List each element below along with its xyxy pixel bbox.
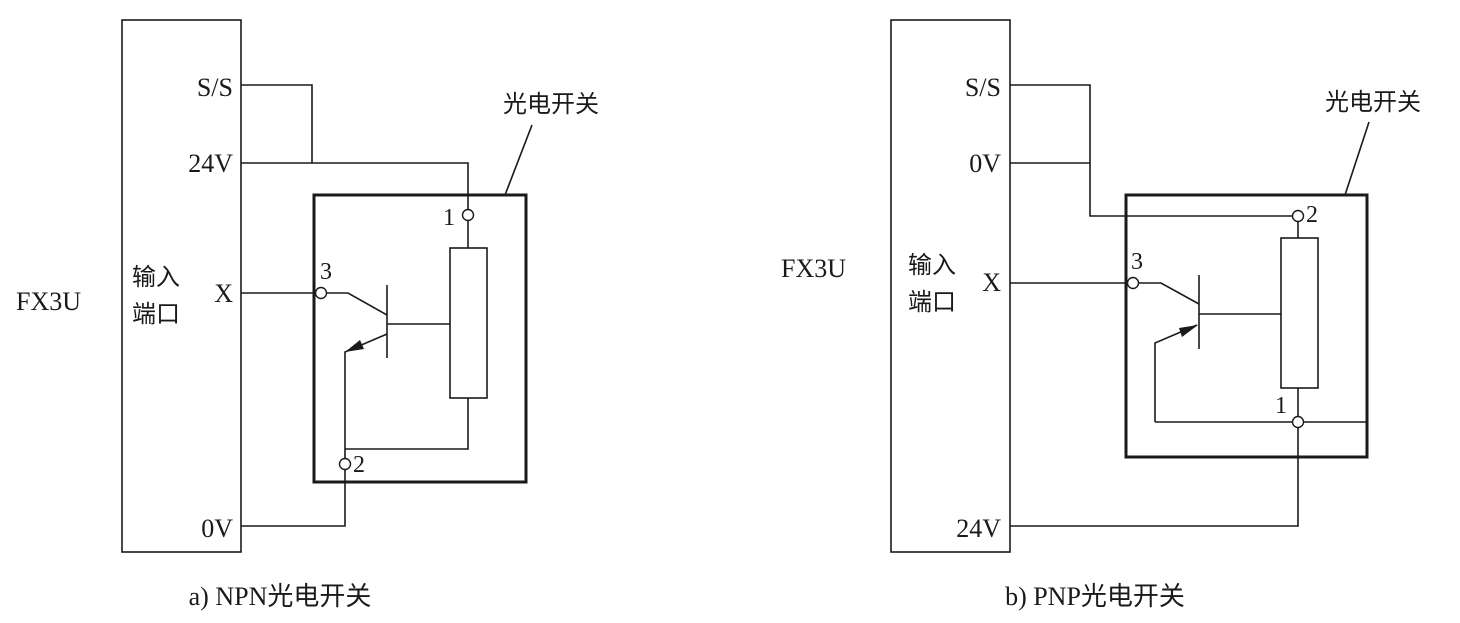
sensor-terminal-2 [1291, 209, 1305, 223]
terminal-number-1: 1 [443, 205, 455, 231]
terminal-ss-label: S/S [197, 73, 233, 102]
sensor-circuit-block [1280, 237, 1319, 389]
emitter-lead [344, 333, 388, 458]
internal-wire [345, 398, 469, 450]
input-port-label-line2: 端口 [908, 288, 956, 316]
emitter-lead [1154, 324, 1198, 422]
common-wire [241, 470, 346, 527]
terminal-number-3: 3 [320, 259, 332, 285]
sensor-housing [312, 193, 528, 484]
terminal-number-3: 3 [1131, 249, 1143, 275]
sensor-terminal-2 [338, 457, 352, 471]
terminal-ss-label: S/S [965, 73, 1001, 102]
sensor-label: 光电开关 [1325, 88, 1421, 116]
sensor-label: 光电开关 [503, 90, 599, 118]
input-port-label-line1: 输入 [132, 263, 180, 291]
sensor-terminal-3 [314, 286, 328, 300]
ss-common-wire [1010, 84, 1293, 217]
controller-label: FX3U [781, 254, 846, 283]
terminal-0v-label: 0V [969, 149, 1001, 178]
terminal-number-2: 2 [1306, 202, 1318, 228]
collector-lead [1139, 282, 1200, 305]
terminal-0v-label: 0V [201, 514, 233, 543]
sensor-terminal-3 [1126, 276, 1140, 290]
sensor-terminal-1 [1291, 415, 1305, 429]
terminal-x-label: X [214, 279, 233, 308]
plc-block [890, 19, 1011, 553]
sensor-leader-line [504, 124, 533, 196]
terminal-x-label: X [982, 268, 1001, 297]
emitter-arrow-icon [1179, 325, 1198, 337]
sensor-leader-line [1344, 121, 1370, 196]
supply-wire [1010, 428, 1299, 527]
sensor-circuit-block [449, 247, 488, 399]
terminal-number-1: 1 [1275, 393, 1287, 419]
sensor-terminal-1 [461, 208, 475, 222]
caption-pnp: b) PNP光电开关 [1005, 582, 1185, 611]
emitter-arrow-icon [345, 340, 364, 352]
collector-lead [327, 292, 388, 316]
terminal-number-2: 2 [353, 452, 365, 478]
sensor-housing [1124, 193, 1369, 459]
caption-npn: a) NPN光电开关 [189, 582, 372, 611]
terminal-24v-label: 24V [188, 149, 233, 178]
input-port-label-line1: 输入 [908, 251, 956, 279]
diagram-npn: FX3U 输入 端口 S/S 24V X 0V 光电开关 1 [16, 19, 599, 611]
terminal-24v-label: 24V [956, 514, 1001, 543]
plc-block [121, 19, 242, 553]
ss-jumper-wire [241, 84, 313, 163]
input-port-label-line2: 端口 [132, 300, 180, 328]
controller-label: FX3U [16, 287, 81, 316]
diagram-pnp: FX3U 输入 端口 S/S 0V X 24V 光电开关 2 [781, 19, 1421, 611]
supply-wire [241, 162, 469, 209]
